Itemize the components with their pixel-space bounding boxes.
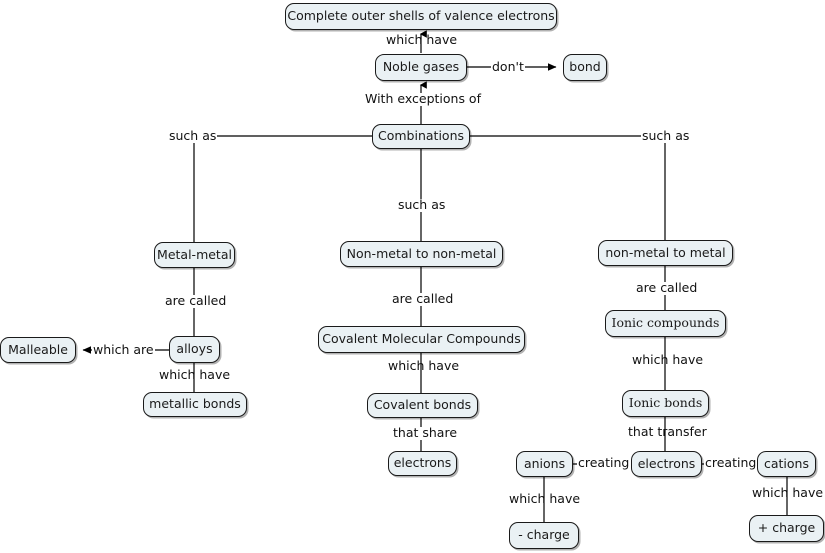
node-label: alloys [176, 341, 213, 357]
edge-label-which-are: which are [92, 342, 155, 357]
node-cations[interactable]: cations [757, 451, 816, 477]
node-label: bond [569, 59, 601, 75]
node-label: Malleable [8, 341, 68, 357]
edge-label-which-have-ionic: which have [632, 352, 704, 367]
node-bond[interactable]: bond [563, 54, 607, 81]
node-label: Covalent bonds [373, 397, 472, 413]
node-ionic-compounds[interactable]: Ionic compounds [605, 310, 726, 337]
node-label: cations [764, 455, 809, 471]
edge-label-which-have-alloys: which have [159, 367, 231, 382]
edge-label-which-have-top: which have [386, 32, 458, 47]
edge-label-dont: don't [491, 59, 525, 74]
node-label: anions [523, 455, 566, 471]
node-malleable[interactable]: Malleable [0, 337, 76, 363]
node-ionic-bonds[interactable]: Ionic bonds [622, 390, 709, 417]
node-label: Ionic bonds [628, 395, 703, 411]
node-alloys[interactable]: alloys [169, 336, 220, 363]
edge-label-with-exceptions-of: With exceptions of [364, 91, 482, 106]
edge-label-are-called-right: are called [635, 280, 699, 295]
node-label: non-metal to metal [605, 244, 726, 260]
node-plus-charge[interactable]: + charge [749, 515, 824, 542]
edge-label-which-have-anions: which have [509, 491, 581, 506]
edge-label-such-as-middle: such as [397, 197, 447, 212]
edge-label-such-as-left: such as [168, 128, 218, 143]
node-electrons-ionic[interactable]: electrons [631, 451, 702, 477]
node-electrons-covalent[interactable]: electrons [388, 451, 457, 476]
node-label: metallic bonds [149, 396, 241, 412]
edge-label-are-called-middle: are called [391, 291, 455, 306]
edge-label-such-as-right: such as [641, 128, 691, 143]
node-label: Complete outer shells of valence electro… [287, 8, 555, 24]
node-label: Combinations [378, 128, 464, 144]
node-non-metal-to-non-metal[interactable]: Non-metal to non-metal [340, 241, 503, 267]
node-label: + charge [757, 520, 816, 536]
node-label: Covalent Molecular Compounds [322, 331, 521, 347]
node-combinations[interactable]: Combinations [372, 124, 470, 149]
edge-label-creating-left: creating [577, 455, 631, 470]
node-label: electrons [393, 455, 452, 471]
edge-label-that-share: that share [392, 425, 459, 440]
edge-label-creating-right: creating [704, 455, 758, 470]
node-anions[interactable]: anions [516, 451, 573, 477]
node-metallic-bonds[interactable]: metallic bonds [143, 392, 247, 417]
node-label: Non-metal to non-metal [346, 245, 497, 261]
edge-label-that-transfer: that transfer [628, 424, 707, 439]
node-covalent-molecular-compounds[interactable]: Covalent Molecular Compounds [318, 326, 525, 353]
edge-label-which-have-covalent: which have [388, 358, 460, 373]
node-minus-charge[interactable]: - charge [509, 522, 579, 549]
node-label: Noble gases [382, 59, 460, 75]
node-label: Ionic compounds [611, 315, 720, 331]
node-noble-gases[interactable]: Noble gases [375, 54, 467, 81]
node-metal-metal[interactable]: Metal-metal [154, 242, 235, 268]
node-label: - charge [518, 527, 570, 543]
edge-label-are-called-left: are called [164, 293, 228, 308]
node-label: electrons [637, 455, 696, 471]
node-non-metal-to-metal[interactable]: non-metal to metal [598, 240, 733, 266]
edge-label-which-have-cations: which have [752, 485, 824, 500]
node-label: Metal-metal [157, 246, 232, 262]
node-complete-outer-shells[interactable]: Complete outer shells of valence electro… [285, 3, 557, 30]
node-covalent-bonds[interactable]: Covalent bonds [367, 393, 478, 418]
